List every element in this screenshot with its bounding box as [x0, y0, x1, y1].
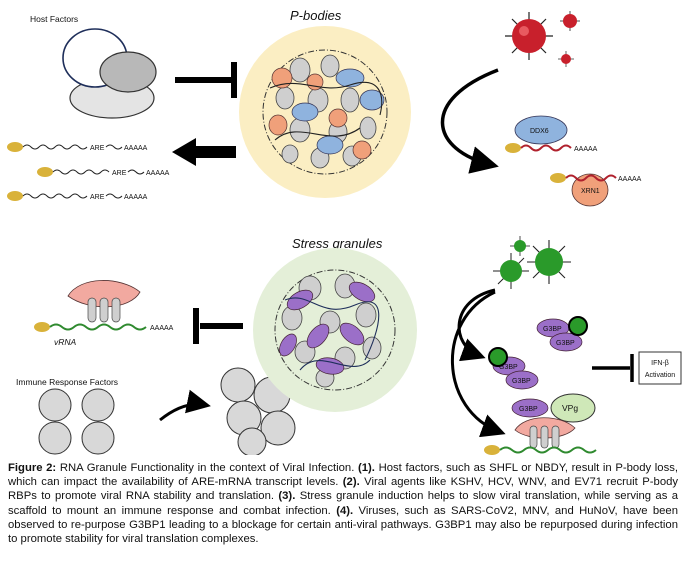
svg-text:ARE: ARE [90, 145, 105, 152]
svg-text:VPg: VPg [562, 403, 578, 413]
caption-s4-num: (4). [336, 504, 354, 517]
svg-text:G3BP: G3BP [519, 406, 538, 413]
caption-s3: Stress granule induction helps to slow v… [8, 490, 679, 517]
svg-text:G3BP: G3BP [499, 364, 518, 371]
ifn-activation-box: IFN-β Activation [638, 351, 682, 385]
caption-s1-num: (1). [357, 462, 375, 474]
svg-text:AAAAA: AAAAA [574, 146, 598, 153]
vrna-label: vRNA [54, 337, 77, 347]
host-factors-label: Host Factors [30, 14, 78, 24]
svg-text:ARE: ARE [90, 194, 105, 201]
svg-text:IFN-β: IFN-β [651, 360, 669, 367]
are-transcript-2: ARE AAAAA [37, 167, 170, 177]
vpg-translation-complex: G3BP VPg [484, 393, 597, 455]
sg-title: Stress granules [292, 236, 383, 251]
caption-title: RNA Granule Functionality in the context… [59, 462, 355, 474]
svg-text:Activation: Activation [645, 372, 675, 379]
caption-s3-num: (3). [278, 490, 296, 503]
svg-text:AAAAA: AAAAA [124, 194, 148, 201]
pbody-granule [239, 26, 411, 198]
immune-factors-cluster [38, 388, 115, 455]
stress-granule [253, 248, 417, 412]
arrow-virus-to-vpg [450, 290, 506, 438]
svg-text:AAAAA: AAAAA [124, 145, 148, 152]
xrn1-complex: XRN1 AAAAA [550, 173, 642, 207]
svg-text:XRN1: XRN1 [581, 188, 600, 195]
caption-prefix: Figure 2: [8, 462, 57, 474]
caption-s2: Viral agents like KSHV, HCV, WNV, and EV… [8, 476, 679, 503]
caption-s4: Viruses, such as SARS-CoV2, MNV, and HuN… [8, 504, 679, 546]
svg-text:ARE: ARE [112, 170, 127, 177]
arrow-to-transcripts [172, 138, 236, 166]
figure-caption: Figure 2: RNA Granule Functionality in t… [8, 461, 678, 546]
red-virus-tiny-icon [558, 51, 574, 67]
green-virus-large-icon [527, 240, 571, 284]
svg-text:AAAAA: AAAAA [150, 325, 174, 332]
red-virus-large-icon [505, 12, 553, 60]
svg-text:G3BP: G3BP [556, 340, 575, 347]
arrow-virus-to-g3bp [457, 288, 496, 362]
svg-text:AAAAA: AAAAA [618, 176, 642, 183]
g3bp-complex-lower: G3BP G3BP [488, 347, 539, 390]
green-virus-small-icon [510, 236, 530, 256]
svg-text:AAAAA: AAAAA [146, 170, 170, 177]
host-factors-icon [62, 28, 157, 119]
immune-factors-gathered [220, 367, 296, 455]
inhibit-arrow-sg [193, 308, 243, 344]
vrna-complex: AAAAA vRNA [34, 280, 174, 347]
arrow-immune-to-sg [159, 389, 211, 422]
are-transcript-3: ARE AAAAA [7, 191, 148, 201]
figure-diagram: Host Factors P-bodies [7, 8, 682, 455]
inhibit-arrow-ifn [592, 354, 634, 382]
g3bp-complex-upper: G3BP G3BP [536, 316, 588, 352]
ddx6-complex: DDX6 AAAAA [505, 115, 598, 153]
svg-text:DDX6: DDX6 [530, 128, 549, 135]
svg-text:G3BP: G3BP [512, 378, 531, 385]
pbody-title: P-bodies [290, 8, 342, 23]
inhibit-arrow-pbody [175, 62, 237, 98]
immune-response-label: Immune Response Factors [16, 377, 118, 387]
arrow-virus-to-rbp [440, 68, 499, 174]
green-virus-medium-icon [493, 253, 529, 289]
caption-s2-num: (2). [342, 476, 360, 489]
caption-s1: Host factors, such as SHFL or NBDY, resu… [8, 462, 679, 489]
red-virus-small-icon [560, 11, 580, 31]
svg-text:G3BP: G3BP [543, 326, 562, 333]
are-transcript-1: ARE AAAAA [7, 142, 148, 152]
